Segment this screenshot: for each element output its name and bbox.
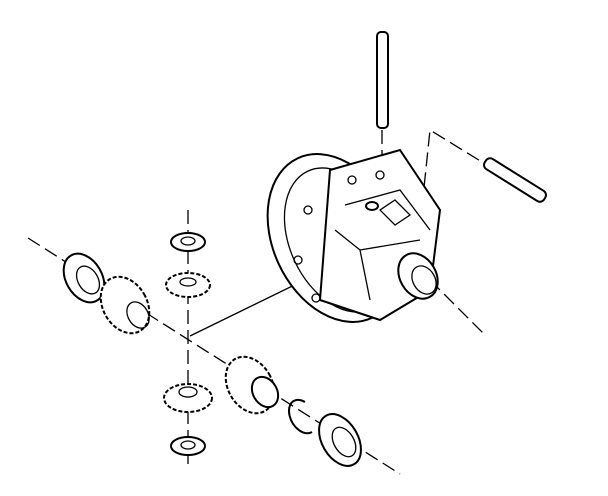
differential-case bbox=[266, 148, 442, 323]
lock-pin bbox=[483, 157, 547, 203]
snap-ring bbox=[287, 398, 313, 435]
side-gear-thrust-washer-right bbox=[318, 413, 362, 467]
side-gear-right bbox=[224, 355, 280, 415]
side-gear-thrust-washer-left bbox=[62, 252, 106, 304]
pinion-gear-bottom bbox=[163, 383, 213, 413]
pinion-thrust-washer-top bbox=[170, 232, 206, 252]
pinion-gear-top bbox=[165, 272, 211, 298]
side-gear-left bbox=[99, 275, 151, 335]
pinion-shaft bbox=[376, 31, 389, 129]
pinion-thrust-washer-bottom bbox=[170, 436, 206, 456]
